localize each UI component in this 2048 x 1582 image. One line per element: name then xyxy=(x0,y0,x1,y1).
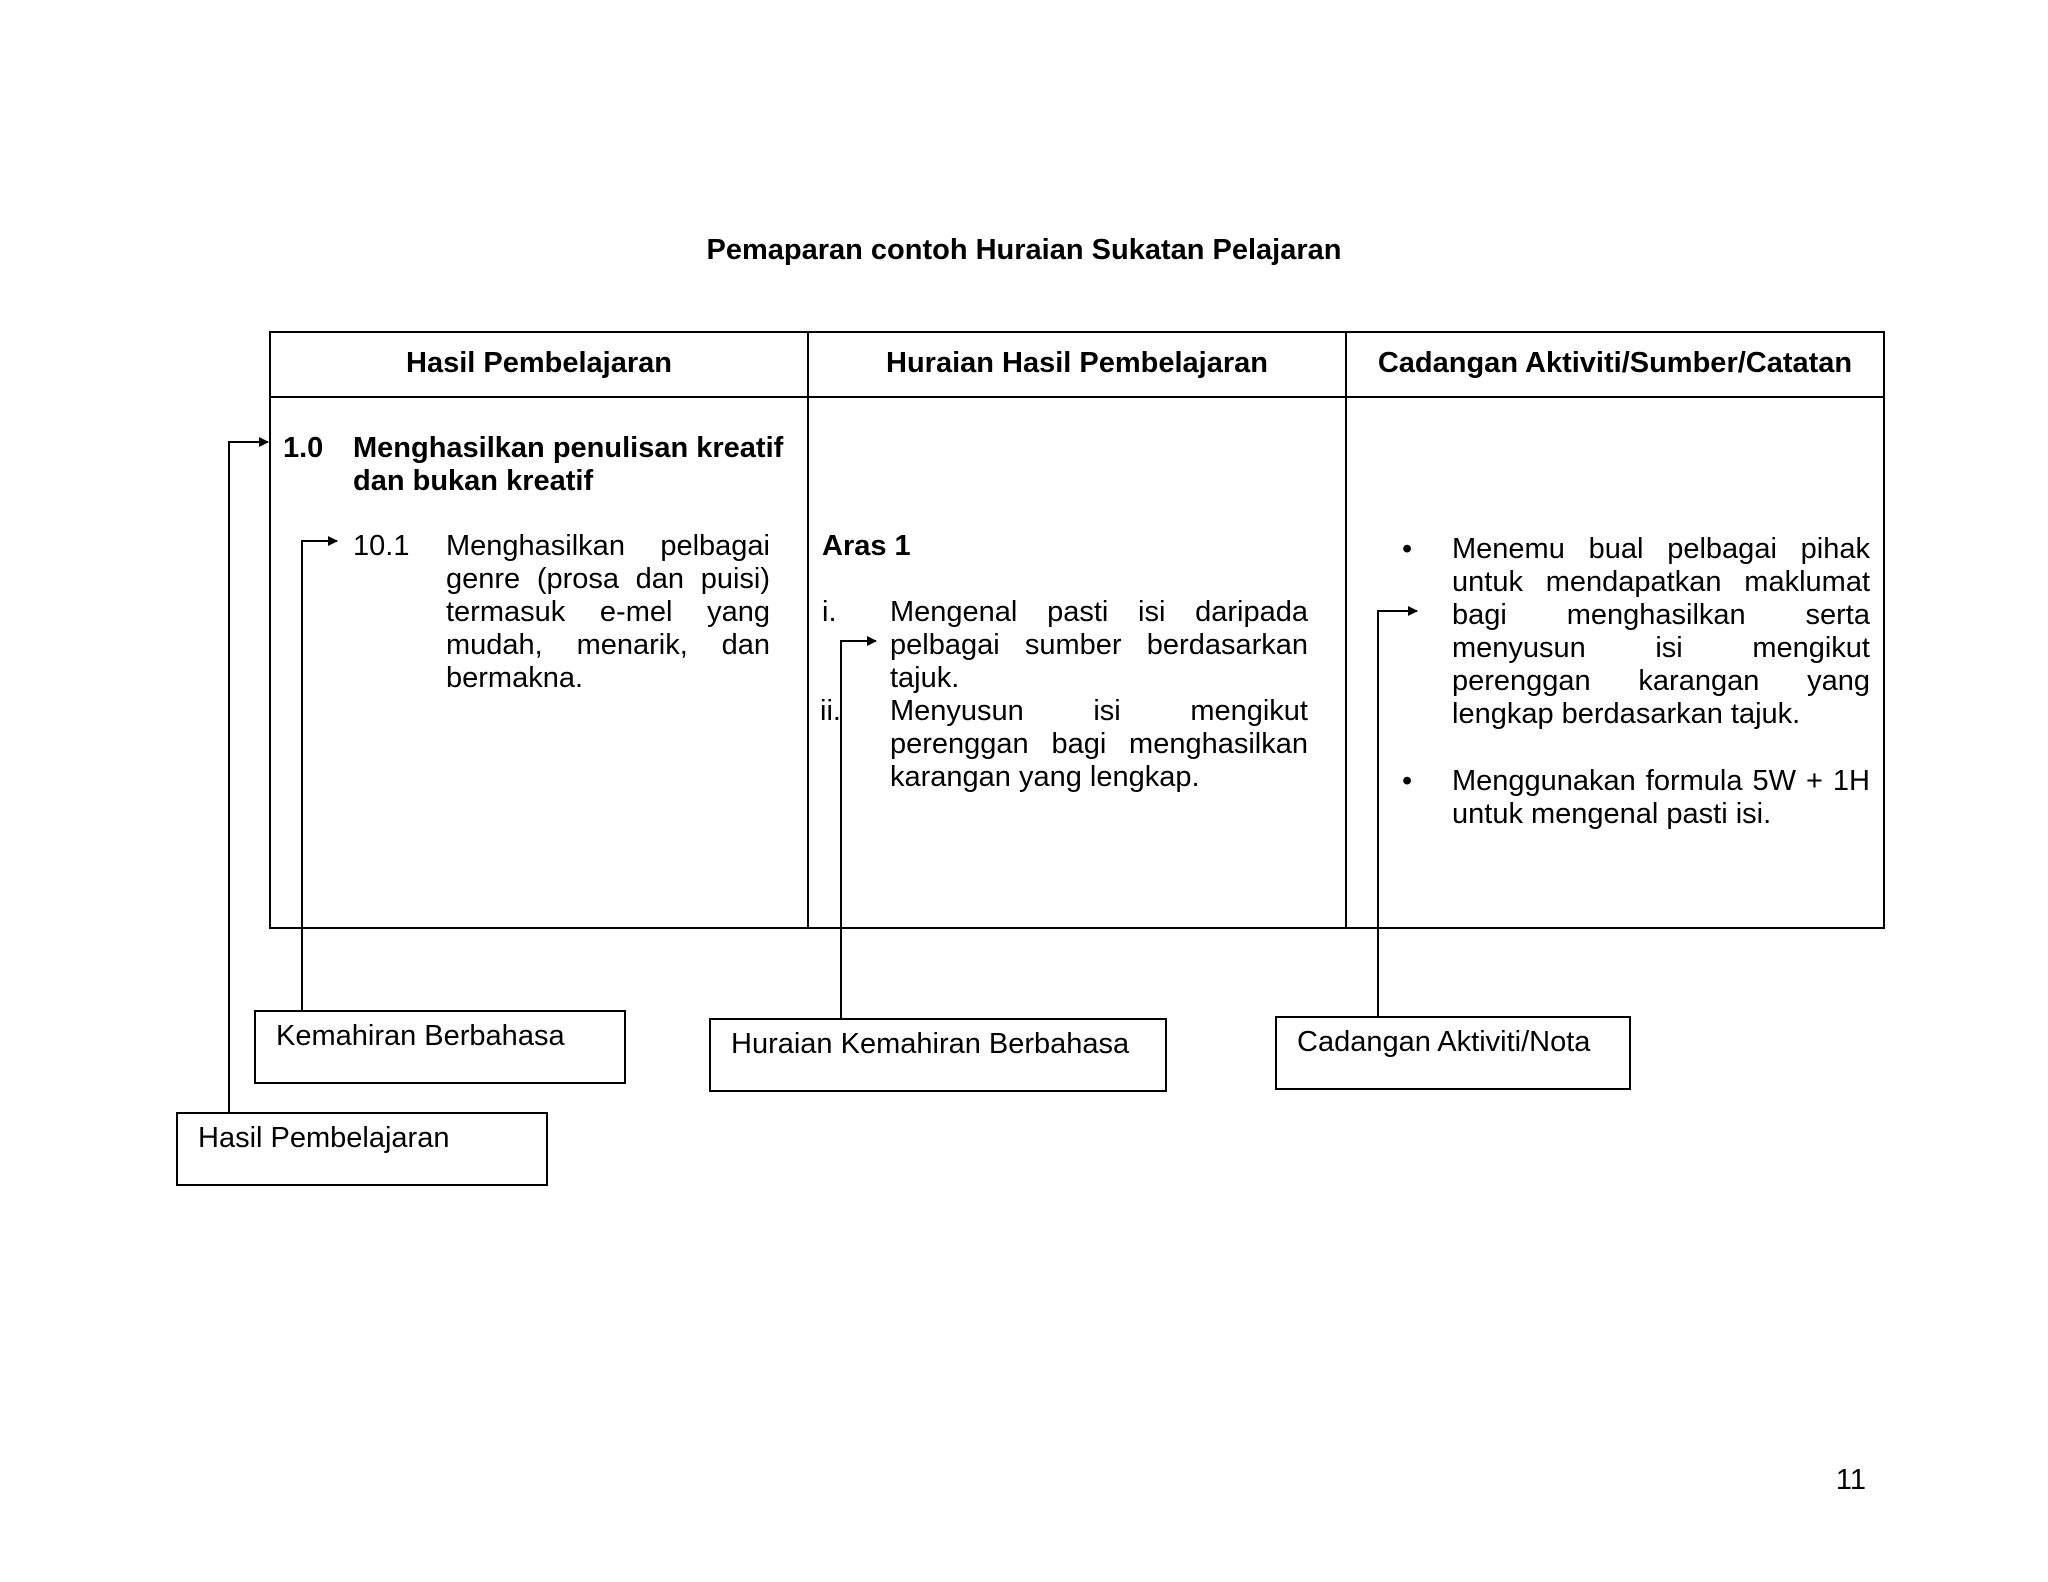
sub-outcome-line: mudah, menarik, dan xyxy=(446,629,770,661)
activity-item: Menemu bual pelbagai pihak untuk mendapa… xyxy=(1452,533,1870,731)
sub-outcome-line: Menghasilkan pelbagai xyxy=(446,530,770,562)
outcome-title-line: Menghasilkan penulisan kreatif xyxy=(353,432,784,464)
activity-line: untuk mendapatkan maklumat xyxy=(1452,566,1870,598)
callout-kemahiran-berbahasa: Kemahiran Berbahasa xyxy=(254,1010,626,1084)
callout-hasil-pembelajaran: Hasil Pembelajaran xyxy=(176,1112,548,1186)
sub-outcome-number: 10.1 xyxy=(353,530,410,562)
item-marker: ii. xyxy=(820,695,841,727)
description-line: tajuk. xyxy=(890,662,960,694)
description-item: Mengenal pasti isi daripada pelbagai sum… xyxy=(890,596,1308,695)
bullet-icon: • xyxy=(1402,765,1413,797)
level-heading: Aras 1 xyxy=(822,530,911,562)
callout-huraian-kemahiran-berbahasa: Huraian Kemahiran Berbahasa xyxy=(709,1018,1167,1092)
activity-line: Menemu bual pelbagai pihak xyxy=(1452,533,1870,565)
activity-line: perenggan karangan yang xyxy=(1452,665,1870,697)
activity-line: bagi menghasilkan serta xyxy=(1452,599,1870,631)
activity-item: Menggunakan formula 5W + 1H untuk mengen… xyxy=(1452,765,1870,831)
table-grid xyxy=(269,331,1885,929)
description-item: Menyusun isi mengikut perenggan bagi men… xyxy=(890,695,1308,794)
description-line: karangan yang lengkap. xyxy=(890,761,1200,793)
activity-line: lengkap berdasarkan tajuk. xyxy=(1452,698,1801,730)
bullet-icon: • xyxy=(1402,533,1413,565)
sub-outcome-line: genre (prosa dan puisi) xyxy=(446,563,770,595)
activity-line: untuk mengenal pasti isi. xyxy=(1452,798,1772,830)
header-hasil-pembelajaran: Hasil Pembelajaran xyxy=(406,347,672,379)
sub-outcome-line: bermakna. xyxy=(446,662,584,694)
arrow-cadangan-aktiviti xyxy=(1377,606,1418,1018)
outcome-number: 1.0 xyxy=(283,432,324,464)
description-line: Mengenal pasti isi daripada xyxy=(890,596,1308,628)
description-line: Menyusun isi mengikut xyxy=(890,695,1308,727)
description-line: pelbagai sumber berdasarkan xyxy=(890,629,1308,661)
header-cadangan-aktiviti: Cadangan Aktiviti/Sumber/Catatan xyxy=(1377,347,1853,379)
outcome-title-line: dan bukan kreatif xyxy=(353,465,594,497)
activity-line: Menggunakan formula 5W + 1H xyxy=(1452,765,1870,797)
arrow-hasil-pembelajaran xyxy=(228,437,269,1114)
item-marker: i. xyxy=(822,596,837,628)
description-line: perenggan bagi menghasilkan xyxy=(890,728,1308,760)
sub-outcome-text: Menghasilkan pelbagai genre (prosa dan p… xyxy=(446,530,770,695)
arrow-huraian-kemahiran xyxy=(840,636,877,1018)
sub-outcome-line: termasuk e-mel yang xyxy=(446,596,770,628)
connector-arrows xyxy=(228,437,1418,1114)
activity-line: menyusun isi mengikut xyxy=(1452,632,1870,664)
page-number: 11 xyxy=(1835,1464,1866,1496)
callout-cadangan-aktiviti-nota: Cadangan Aktiviti/Nota xyxy=(1275,1016,1631,1090)
page-title: Pemaparan contoh Huraian Sukatan Pelajar… xyxy=(706,234,1342,266)
arrow-kemahiran-berbahasa xyxy=(301,536,338,1010)
header-huraian-hasil-pembelajaran: Huraian Hasil Pembelajaran xyxy=(886,347,1268,379)
outcome-title: Menghasilkan penulisan kreatif dan bukan… xyxy=(353,432,793,498)
